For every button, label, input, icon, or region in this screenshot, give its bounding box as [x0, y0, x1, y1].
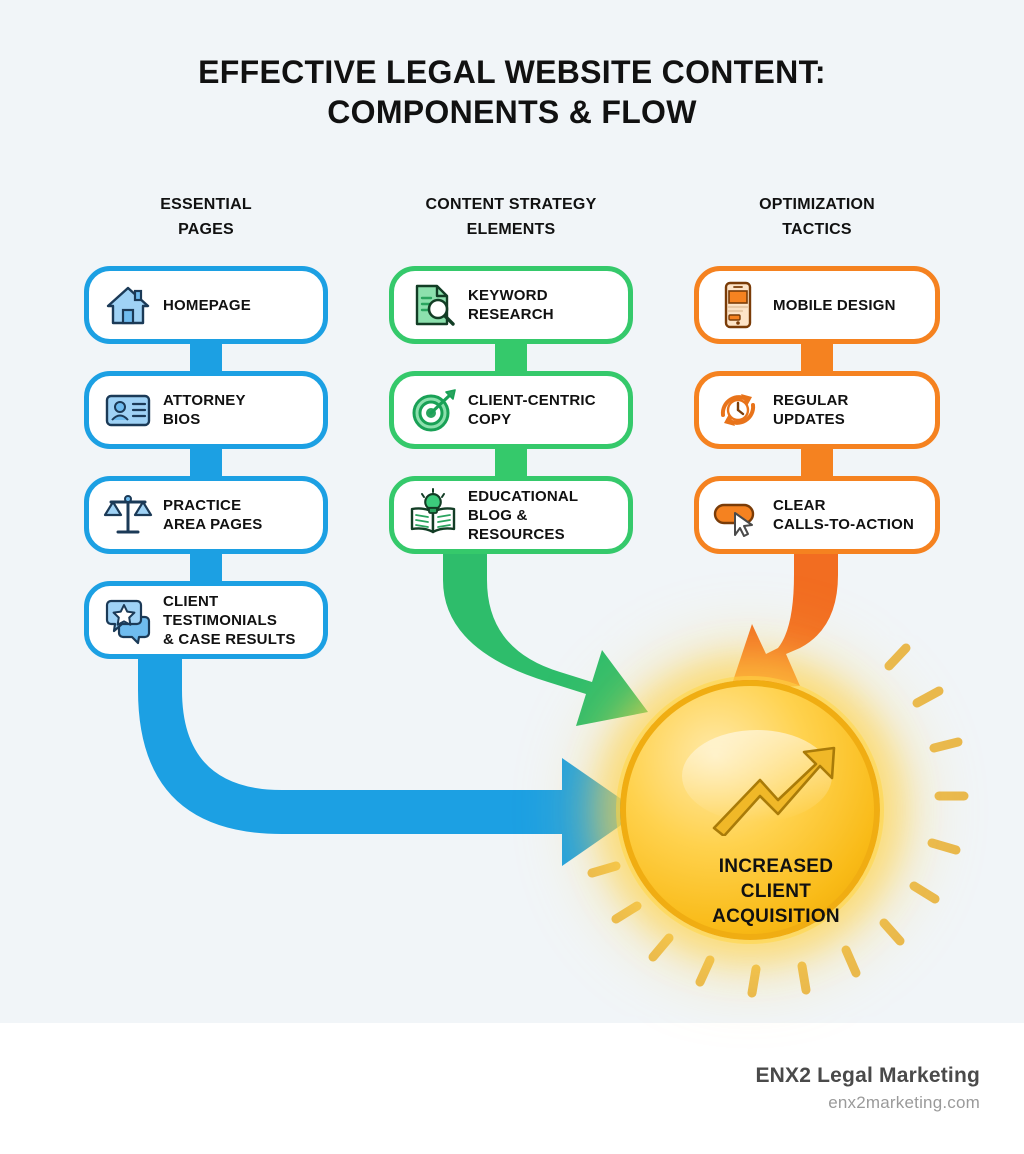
card-label: KEYWORD RESEARCH	[468, 286, 554, 324]
card-keyword-research[interactable]: KEYWORD RESEARCH	[389, 266, 633, 344]
card-label-line: CLIENT	[163, 592, 219, 610]
id-card-icon	[101, 383, 155, 437]
card-label-line: RESOURCES	[468, 525, 565, 543]
card-label-line: PRACTICE	[163, 497, 242, 514]
orange-flow-arrow	[730, 545, 838, 690]
card-homepage[interactable]: HOMEPAGE	[84, 266, 328, 344]
growth-arrow-icon	[712, 746, 836, 836]
card-label-line: BIOS	[163, 411, 201, 428]
card-label-line: MOBILE DESIGN	[773, 296, 896, 314]
card-label: REGULAR UPDATES	[773, 391, 849, 429]
column-header-line-2: TACTICS	[782, 221, 852, 238]
card-label-line: & CASE RESULTS	[163, 630, 296, 648]
smartphone-icon	[711, 278, 765, 332]
column-header-line-1: OPTIMIZATION	[759, 196, 875, 213]
card-regular-updates[interactable]: REGULAR UPDATES	[694, 371, 940, 449]
card-label-line: REGULAR	[773, 392, 849, 409]
card-label-line: KEYWORD	[468, 287, 548, 304]
blue-flow-arrow	[138, 648, 640, 866]
goal-label-line-2: CLIENT	[740, 881, 812, 902]
target-dart-icon	[406, 383, 460, 437]
card-label: CLIENT-CENTRIC COPY	[468, 391, 596, 429]
card-label-line: BLOG &	[468, 506, 528, 524]
speech-bubble-star-icon	[101, 593, 155, 647]
card-client-testimonials[interactable]: CLIENT TESTIMONIALS & CASE RESULTS	[84, 581, 328, 659]
title-line-1: EFFECTIVE LEGAL WEBSITE CONTENT:	[198, 54, 826, 90]
green-flow-arrow	[443, 545, 648, 726]
footer-brand: ENX2 Legal Marketing	[755, 1064, 980, 1087]
card-clear-calls-to-action[interactable]: CLEAR CALLS-TO-ACTION	[694, 476, 940, 554]
card-practice-area-pages[interactable]: PRACTICE AREA PAGES	[84, 476, 328, 554]
column-header-line-2: ELEMENTS	[466, 221, 556, 238]
card-attorney-bios[interactable]: ATTORNEY BIOS	[84, 371, 328, 449]
goal-label-line-1: INCREASED	[718, 856, 834, 877]
column-header-optimization-tactics: OPTIMIZATION TACTICS	[694, 192, 940, 242]
card-client-centric-copy[interactable]: CLIENT-CENTRIC COPY	[389, 371, 633, 449]
refresh-clock-icon	[711, 383, 765, 437]
card-label-line: CALLS-TO-ACTION	[773, 516, 915, 533]
card-label-line: COPY	[468, 411, 512, 428]
column-header-essential-pages: ESSENTIAL PAGES	[84, 192, 328, 242]
card-label-line: CLIENT-CENTRIC	[468, 392, 596, 409]
card-label-line: RESEARCH	[468, 306, 554, 323]
card-label-line: ATTORNEY	[163, 392, 246, 409]
column-header-line-1: ESSENTIAL	[160, 196, 252, 213]
card-label: MOBILE DESIGN	[773, 296, 896, 315]
card-label-line: TESTIMONIALS	[163, 611, 278, 629]
card-label-line: HOMEPAGE	[163, 296, 251, 314]
card-label-line: EDUCATIONAL	[468, 487, 579, 505]
column-header-line-2: PAGES	[178, 221, 234, 238]
page-title: EFFECTIVE LEGAL WEBSITE CONTENT: COMPONE…	[0, 52, 1024, 132]
card-label: CLEAR CALLS-TO-ACTION	[773, 496, 914, 534]
card-label: HOMEPAGE	[163, 296, 251, 315]
sun-rays	[587, 643, 969, 998]
column-header-line-1: CONTENT STRATEGY	[425, 196, 597, 213]
footer-band	[0, 1023, 1024, 1154]
column-header-content-strategy: CONTENT STRATEGY ELEMENTS	[389, 192, 633, 242]
card-educational-blog[interactable]: EDUCATIONAL BLOG & RESOURCES	[389, 476, 633, 554]
scales-of-justice-icon	[101, 488, 155, 542]
card-label: CLIENT TESTIMONIALS & CASE RESULTS	[163, 592, 296, 649]
card-label-line: AREA PAGES	[163, 516, 263, 533]
footer-url[interactable]: enx2marketing.com	[828, 1093, 980, 1112]
goal-circle: INCREASED CLIENT ACQUISITION	[620, 680, 880, 940]
button-cursor-icon	[711, 488, 765, 542]
card-label: EDUCATIONAL BLOG & RESOURCES	[468, 487, 578, 544]
card-label-line: CLEAR	[773, 497, 826, 514]
house-icon	[101, 278, 155, 332]
card-label: ATTORNEY BIOS	[163, 391, 246, 429]
goal-label-line-3: ACQUISITION	[712, 906, 840, 927]
card-label-line: UPDATES	[773, 411, 845, 428]
goal-label: INCREASED CLIENT ACQUISITION	[646, 854, 906, 929]
title-line-2: COMPONENTS & FLOW	[327, 94, 697, 130]
document-magnifier-icon	[406, 278, 460, 332]
card-label: PRACTICE AREA PAGES	[163, 496, 263, 534]
card-mobile-design[interactable]: MOBILE DESIGN	[694, 266, 940, 344]
open-book-lightbulb-icon	[406, 488, 460, 542]
goal-badge: INCREASED CLIENT ACQUISITION	[600, 660, 900, 960]
